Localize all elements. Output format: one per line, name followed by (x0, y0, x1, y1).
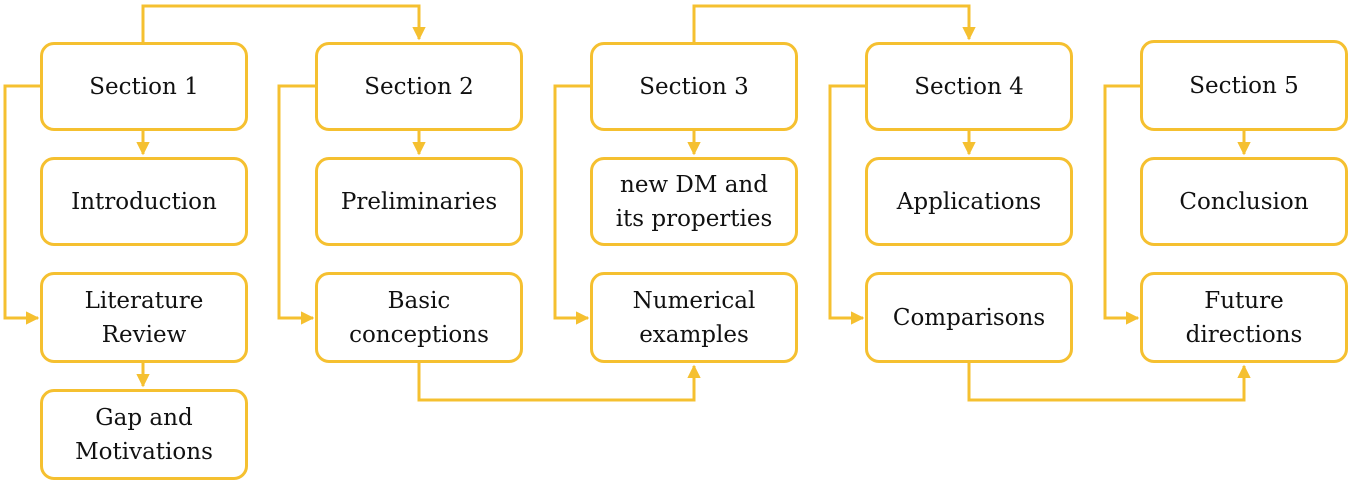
section-4-label: Section 4 (914, 73, 1024, 100)
section-3-label: Section 3 (639, 73, 749, 100)
section-4-box: Section 4 (865, 42, 1073, 131)
arrow-s1-to-literature (3, 84, 40, 325)
basic-conceptions-box: Basic conceptions (315, 272, 523, 363)
section-2-label: Section 2 (364, 73, 474, 100)
conclusion-label: Conclusion (1179, 188, 1309, 215)
preliminaries-label: Preliminaries (340, 188, 498, 215)
applications-label: Applications (896, 188, 1042, 215)
arrow-s4-to-comparisons (828, 84, 865, 325)
arrow-s5-to-future (1103, 84, 1140, 325)
preliminaries-box: Preliminaries (315, 157, 523, 246)
arrow-s3-to-numerical (553, 84, 590, 325)
conclusion-box: Conclusion (1140, 157, 1348, 246)
introduction-box: Introduction (40, 157, 248, 246)
future-directions-box: Future directions (1140, 272, 1348, 363)
new-dm-label: new DM and its properties (615, 171, 773, 232)
gap-motivations-box: Gap and Motivations (40, 389, 248, 480)
introduction-label: Introduction (71, 188, 217, 215)
arrow-s2-to-basic (277, 84, 315, 325)
gap-motivations-label: Gap and Motivations (75, 404, 213, 465)
comparisons-label: Comparisons (892, 304, 1046, 331)
new-dm-box: new DM and its properties (590, 157, 798, 246)
numerical-examples-box: Numerical examples (590, 272, 798, 363)
section-3-box: Section 3 (590, 42, 798, 131)
section-5-label: Section 5 (1189, 72, 1299, 99)
literature-review-label: Literature Review (84, 287, 204, 348)
comparisons-box: Comparisons (865, 272, 1073, 363)
section-5-box: Section 5 (1140, 40, 1348, 131)
basic-conceptions-label: Basic conceptions (349, 287, 489, 348)
arrow-comparisons-to-future (967, 363, 1251, 402)
section-1-label: Section 1 (89, 73, 199, 100)
arrow-basic-to-numerical (417, 363, 701, 402)
arrow-s3-to-s4 (692, 4, 976, 42)
section-1-box: Section 1 (40, 42, 248, 131)
section-2-box: Section 2 (315, 42, 523, 131)
applications-box: Applications (865, 157, 1073, 246)
numerical-examples-label: Numerical examples (632, 287, 756, 348)
future-directions-label: Future directions (1185, 287, 1303, 348)
literature-review-box: Literature Review (40, 272, 248, 363)
arrow-s1-to-s2 (141, 4, 426, 42)
